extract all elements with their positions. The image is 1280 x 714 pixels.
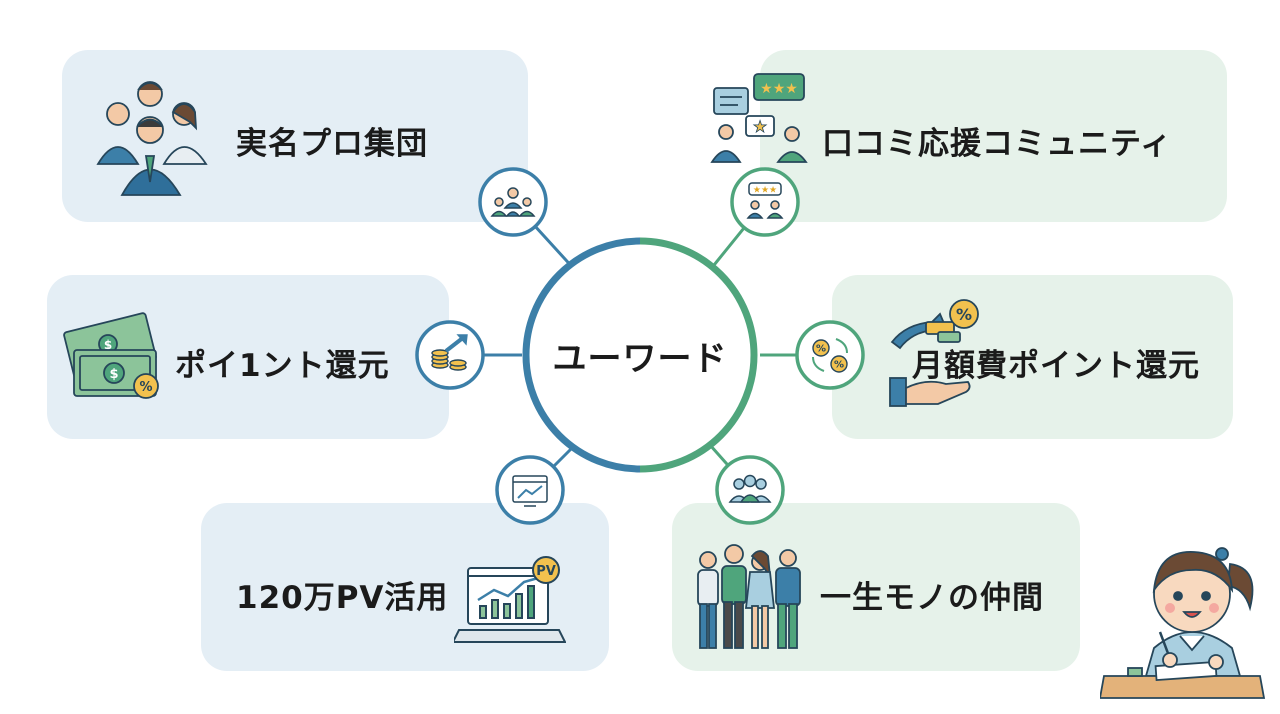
people-group-icon: [728, 474, 772, 503]
money-percent-icon: $ $ %: [63, 312, 159, 399]
laptop-chart-icon: PV: [454, 556, 566, 643]
hub-ring-right: [639, 237, 758, 473]
review-chat-icon: ★★★ ★: [710, 73, 808, 163]
card-monthly-point: [832, 275, 1233, 439]
label-review-community: 口コミ応援コミュニティ: [822, 126, 1173, 162]
node-review-community: ★★★: [730, 167, 800, 237]
svg-text:%: %: [816, 344, 826, 355]
label-monthly-point: 月額費ポイント還元: [912, 348, 1200, 384]
svg-text:%: %: [139, 380, 152, 395]
node-lifelong-friends: [715, 455, 785, 525]
coins-growth-icon: [431, 334, 468, 371]
label-pv-usage: 120万PV活用: [236, 580, 449, 616]
percent-cycle-icon: % %: [812, 338, 848, 373]
label-lifelong-friends: 一生モノの仲間: [820, 580, 1044, 616]
svg-text:★★★: ★★★: [753, 186, 777, 196]
girl-writing-illustration: [1100, 547, 1266, 699]
svg-text:%: %: [834, 360, 844, 371]
hub-ring-left: [522, 237, 641, 473]
svg-text:★★★: ★★★: [760, 81, 798, 97]
business-team-icon: [96, 81, 208, 196]
svg-text:%: %: [956, 305, 972, 324]
hand-growth-percent-icon: %: [889, 299, 979, 407]
svg-text:$: $: [104, 338, 112, 352]
label-pro-group: 実名プロ集団: [236, 126, 428, 162]
hub-center-label: ユーワード: [552, 338, 728, 379]
browser-chart-icon: [512, 475, 548, 507]
friends-group-icon: [697, 544, 801, 649]
svg-text:★: ★: [753, 117, 767, 136]
node-pv-usage: [495, 455, 565, 525]
pv-badge: PV: [536, 564, 556, 579]
svg-text:$: $: [109, 367, 118, 382]
label-point-return: ポイ1ント還元: [175, 348, 390, 384]
star-rating-people-icon: ★★★: [746, 182, 784, 219]
node-point-return: [415, 320, 485, 390]
node-pro-group: [478, 167, 548, 237]
node-monthly-point: % %: [795, 320, 865, 390]
group-meeting-icon: [490, 187, 536, 217]
card-review-community: [760, 50, 1227, 222]
